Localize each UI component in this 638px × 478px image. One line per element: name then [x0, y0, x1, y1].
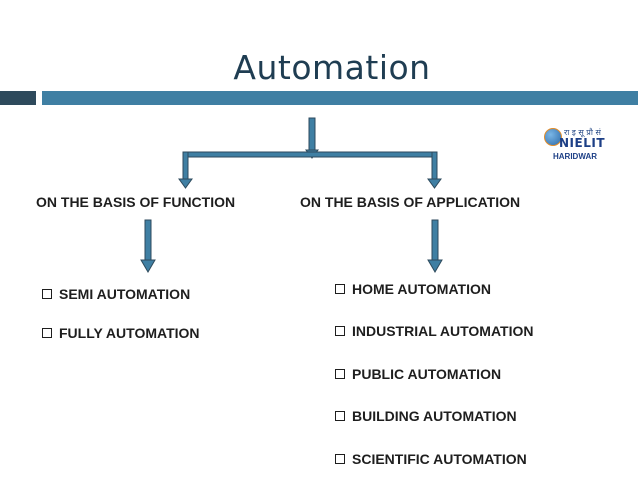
checkbox-bullet-icon	[335, 284, 345, 294]
header-bar-light	[42, 91, 638, 105]
list-item: BUILDING AUTOMATION	[335, 408, 517, 424]
list-item-label: FULLY AUTOMATION	[59, 325, 200, 341]
checkbox-bullet-icon	[335, 326, 345, 336]
list-item: SCIENTIFIC AUTOMATION	[335, 451, 527, 467]
list-item-label: BUILDING AUTOMATION	[352, 408, 517, 424]
logo-hindi-text: रा इ सू प्रौ सं	[564, 128, 601, 137]
checkbox-bullet-icon	[42, 289, 52, 299]
globe-icon	[544, 128, 562, 146]
list-item-label: INDUSTRIAL AUTOMATION	[352, 323, 534, 339]
arrow-left-branch	[178, 151, 193, 189]
logo-city: HARIDWAR	[553, 152, 597, 161]
horizontal-connector	[186, 151, 436, 158]
branch-label-function: ON THE BASIS OF FUNCTION	[36, 194, 236, 210]
checkbox-bullet-icon	[42, 328, 52, 338]
list-item: HOME AUTOMATION	[335, 281, 491, 297]
list-item: PUBLIC AUTOMATION	[335, 366, 501, 382]
header-bar-dark	[0, 91, 36, 105]
checkbox-bullet-icon	[335, 369, 345, 379]
list-item-label: SCIENTIFIC AUTOMATION	[352, 451, 527, 467]
list-item-label: SEMI AUTOMATION	[59, 286, 191, 302]
list-item: INDUSTRIAL AUTOMATION	[335, 323, 533, 339]
arrow-function-down	[140, 219, 156, 273]
list-item: SEMI AUTOMATION	[42, 286, 190, 302]
list-item-label: HOME AUTOMATION	[352, 281, 491, 297]
arrow-right-branch	[427, 151, 442, 189]
slide-title: Automation	[233, 48, 431, 87]
branch-label-application: ON THE BASIS OF APPLICATION	[300, 194, 521, 210]
checkbox-bullet-icon	[335, 454, 345, 464]
arrow-application-down	[427, 219, 443, 273]
checkbox-bullet-icon	[335, 411, 345, 421]
list-item: FULLY AUTOMATION	[42, 325, 200, 341]
logo-name: NIELIT	[559, 136, 606, 150]
nielit-logo: रा इ सू प्रौ सं NIELIT HARIDWAR	[540, 124, 608, 184]
list-item-label: PUBLIC AUTOMATION	[352, 366, 502, 382]
